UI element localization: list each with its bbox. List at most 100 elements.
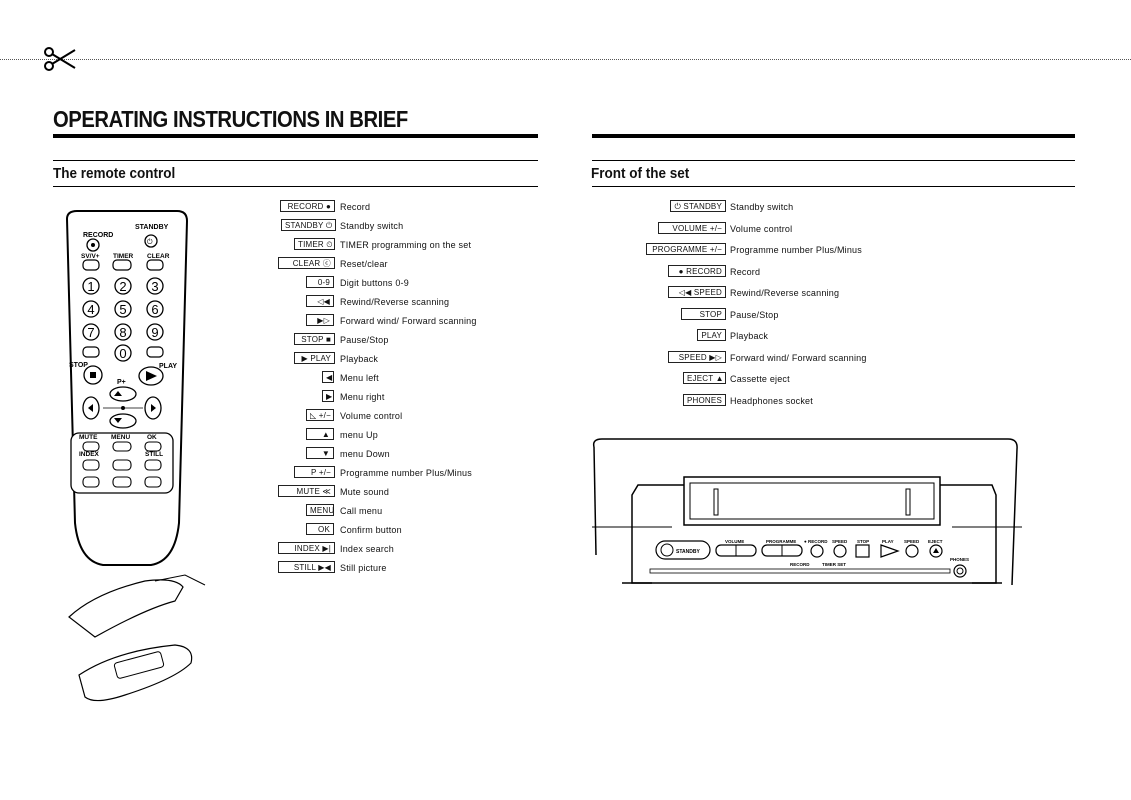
extra-button-3[interactable] (144, 476, 162, 488)
front-button-desc-8: Cassette eject (730, 374, 790, 384)
front-button-desc-9: Headphones socket (730, 395, 813, 406)
digit-9-button[interactable] (146, 323, 164, 341)
remote-button-desc-18: Index search (340, 544, 394, 554)
digit-6-button[interactable] (146, 300, 164, 318)
mute-button[interactable] (82, 441, 100, 452)
menu-up-button[interactable] (109, 386, 137, 402)
svg-text:0: 0 (119, 346, 126, 361)
front-button-key-1: VOLUME +/− (658, 221, 726, 234)
front-button-key-6: PLAY (697, 329, 726, 341)
remote-timer-button[interactable] (112, 259, 132, 271)
remote-button-key-11: ◺ +/− (306, 409, 334, 421)
front-button-desc-2: Programme number Plus/Minus (730, 245, 862, 255)
index-button[interactable] (82, 459, 100, 471)
front-label-phones: PHONES (950, 557, 969, 562)
front-label-eject: EJECT (928, 539, 943, 544)
front-label-speed-fwd: SPEED (904, 539, 920, 544)
remote-button-key-15: MUTE ≪ (278, 485, 335, 497)
digit-0-button[interactable] (114, 344, 132, 362)
remote-label-mute: MUTE (79, 434, 98, 441)
front-button-desc-0: Standby switch (730, 202, 794, 212)
remote-button-key-10: ▶ (322, 390, 334, 402)
remote-label-svv: SV/V+ (81, 253, 100, 260)
remote-button-key-4: 0-9 (306, 276, 334, 288)
remote-button-desc-1: Standby switch (340, 221, 404, 231)
digit-5-button[interactable] (114, 300, 132, 318)
front-play-button[interactable] (880, 544, 900, 558)
digit-8-button[interactable] (114, 323, 132, 341)
front-label-standby: STANDBY (676, 549, 700, 555)
cut-line (0, 59, 1131, 60)
extra-button-1[interactable] (82, 476, 100, 488)
digit-4-button[interactable] (82, 300, 100, 318)
front-button-key-9: PHONES (683, 393, 726, 406)
front-rewind-button[interactable] (833, 544, 847, 558)
remote-button-key-18: INDEX ▶| (278, 542, 335, 554)
forward-button[interactable] (146, 346, 164, 358)
remote-label-stop: STOP (69, 362, 88, 369)
front-label-volume: VOLUME (725, 539, 744, 544)
front-button-desc-5: Pause/Stop (730, 309, 779, 320)
remote-clear-button[interactable] (146, 259, 164, 271)
section-rule (592, 186, 1075, 187)
front-button-key-8: EJECT ▲ (683, 372, 726, 384)
remote-button-desc-5: Rewind/Reverse scanning (340, 297, 450, 307)
front-record-button[interactable] (810, 544, 824, 558)
tv-front-illustration: STANDBY VOLUME PROGRAMME ● RECORD SPEED … (592, 438, 1022, 586)
remote-button-desc-14: Programme number Plus/Minus (340, 468, 472, 478)
remote-button-desc-3: Reset/clear (340, 259, 388, 269)
front-label-timer-set: TIMER SET (822, 562, 846, 567)
title-rule-right (592, 134, 1075, 138)
remote-button-desc-16: Call menu (340, 506, 383, 516)
svg-text:9: 9 (151, 325, 158, 340)
front-label-programme: PROGRAMME (766, 539, 796, 544)
front-button-key-3: ● RECORD (668, 264, 726, 277)
remote-button-desc-13: menu Down (340, 449, 390, 459)
title-rule-left (53, 134, 538, 138)
remote-label-play: PLAY (159, 363, 177, 370)
digit-3-button[interactable] (146, 277, 164, 295)
remote-control-illustration: RECORD STANDBY ⏻ SV/V+ TIMER CLEAR 1 2 3… (65, 210, 206, 702)
still-button[interactable] (144, 459, 162, 471)
front-button-key-0: ⏻ STANDBY (670, 200, 726, 212)
digit-2-button[interactable] (114, 277, 132, 295)
clear-small-button[interactable] (112, 459, 132, 471)
remote-button-key-14: P +/− (294, 466, 335, 478)
front-button-desc-1: Volume control (730, 223, 793, 234)
remote-label-menu: MENU (111, 434, 130, 441)
digit-7-button[interactable] (82, 323, 100, 341)
digit-1-button[interactable] (82, 277, 100, 295)
remote-button-desc-2: TIMER programming on the set (340, 240, 472, 250)
remote-rear-sketch (68, 579, 184, 638)
extra-button-2[interactable] (112, 476, 132, 488)
remote-button-desc-0: Record (340, 202, 371, 212)
front-stop-button[interactable] (855, 544, 870, 558)
section-rule (592, 160, 1075, 161)
remote-standby-button[interactable] (144, 234, 158, 248)
remote-button-desc-4: Digit buttons 0-9 (340, 278, 409, 288)
remote-button-desc-17: Confirm button (340, 525, 402, 535)
remote-button-key-7: STOP ■ (294, 333, 335, 345)
front-button-key-2: PROGRAMME +/− (646, 243, 726, 255)
remote-button-key-9: ◀ (322, 371, 334, 383)
front-forward-button[interactable] (905, 544, 919, 558)
remote-button-key-0: RECORD ● (280, 200, 335, 212)
remote-button-key-8: ▶ PLAY (294, 352, 335, 364)
svg-text:5: 5 (119, 302, 126, 317)
section-rule (53, 160, 538, 161)
front-label-stop: STOP (857, 539, 869, 544)
ok-button[interactable] (144, 441, 162, 452)
remote-button-desc-12: menu Up (340, 430, 378, 440)
remote-label-standby: STANDBY (135, 224, 169, 231)
remote-button-key-13: ▼ (306, 447, 334, 459)
rewind-button[interactable] (82, 346, 100, 358)
front-label-record: ● RECORD (804, 539, 828, 544)
remote-button-key-19: STILL ▶◀ (278, 561, 335, 573)
remote-label-timer: TIMER (113, 253, 134, 260)
power-icon: ⏻ (147, 238, 153, 246)
remote-button-key-16: MENU (306, 504, 334, 516)
menu-down-button[interactable] (109, 413, 137, 429)
menu-button[interactable] (112, 441, 132, 452)
front-button-key-7: SPEED ▶▷ (668, 350, 726, 363)
remote-svv-button[interactable] (82, 259, 100, 271)
